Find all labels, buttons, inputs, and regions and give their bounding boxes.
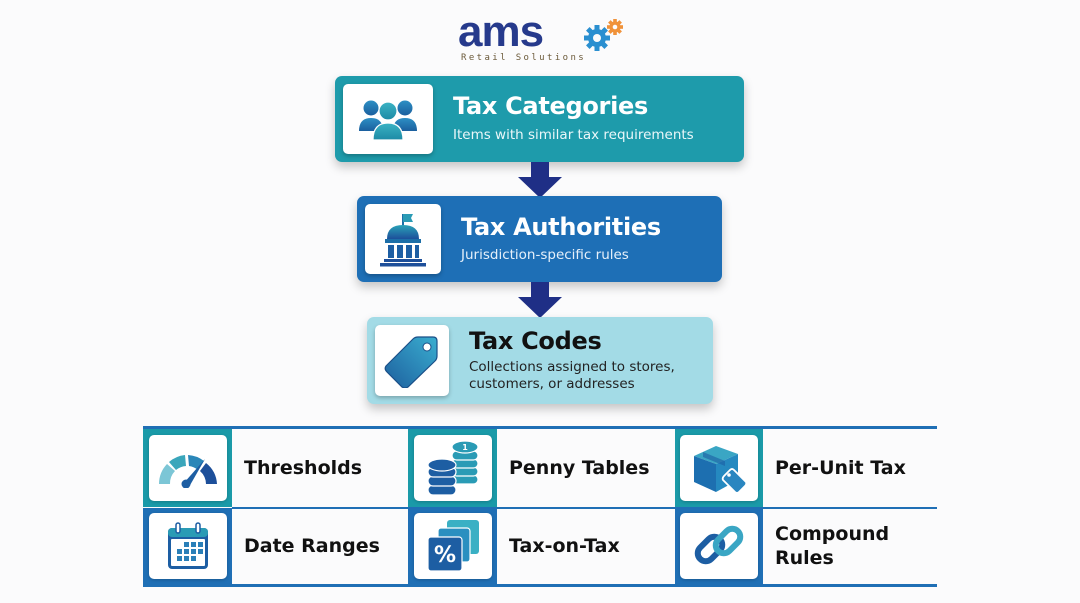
svg-text:%: % [433,543,455,568]
grid-row-divider [232,507,937,509]
tax-authorities-title: Tax Authorities [461,213,661,241]
tax-categories-icon-tile [343,84,433,154]
gauge-icon [158,455,217,488]
logo-tagline: Retail Solutions [461,53,587,63]
people-group-icon [359,100,417,141]
tax-codes-icon-tile [375,325,449,396]
price-tag-icon [384,335,438,388]
tax-categories-description: Items with similar tax requirements [453,127,694,143]
tax-on-tax-icon-cell: % [408,508,497,584]
arrow-down-icon [518,282,562,318]
feature-compound-rules: Compound Rules [775,523,890,569]
calendar-icon [167,522,208,569]
per-unit-tax-icon-cell [675,429,763,507]
feature-penny-tables: Penny Tables [509,457,650,479]
features-grid: Thresholds 1 Penny Table [143,426,937,587]
logo-wordmark: ams [458,7,544,56]
tax-authorities-box: Tax Authorities Jurisdiction-specific ru… [357,196,722,282]
box-with-tag-icon [694,446,748,494]
ams-logo: ams [458,10,628,65]
tax-codes-description: Collections assigned to stores, customer… [469,359,675,392]
svg-text:1: 1 [462,443,468,452]
tax-categories-box: Tax Categories Items with similar tax re… [335,76,744,162]
tax-categories-title: Tax Categories [453,92,648,120]
feature-tax-on-tax: Tax-on-Tax [509,535,620,557]
feature-per-unit-tax: Per-Unit Tax [775,457,906,479]
date-ranges-icon-cell [143,508,232,584]
tax-authorities-description: Jurisdiction-specific rules [461,247,629,263]
stacked-percent-icon: % [426,520,479,572]
tax-codes-title: Tax Codes [469,327,602,355]
gears-icon [584,19,623,51]
tax-codes-box: Tax Codes Collections assigned to stores… [367,317,713,404]
coin-stacks-icon: 1 [426,440,479,496]
arrow-down-icon [518,162,562,198]
penny-tables-icon-cell: 1 [408,429,497,507]
chain-link-icon [694,525,744,565]
feature-date-ranges: Date Ranges [244,535,380,557]
government-building-icon [380,214,426,267]
tax-authorities-icon-tile [365,204,441,274]
feature-thresholds: Thresholds [244,457,363,479]
compound-rules-icon-cell [675,508,763,584]
thresholds-icon-cell [143,429,232,507]
